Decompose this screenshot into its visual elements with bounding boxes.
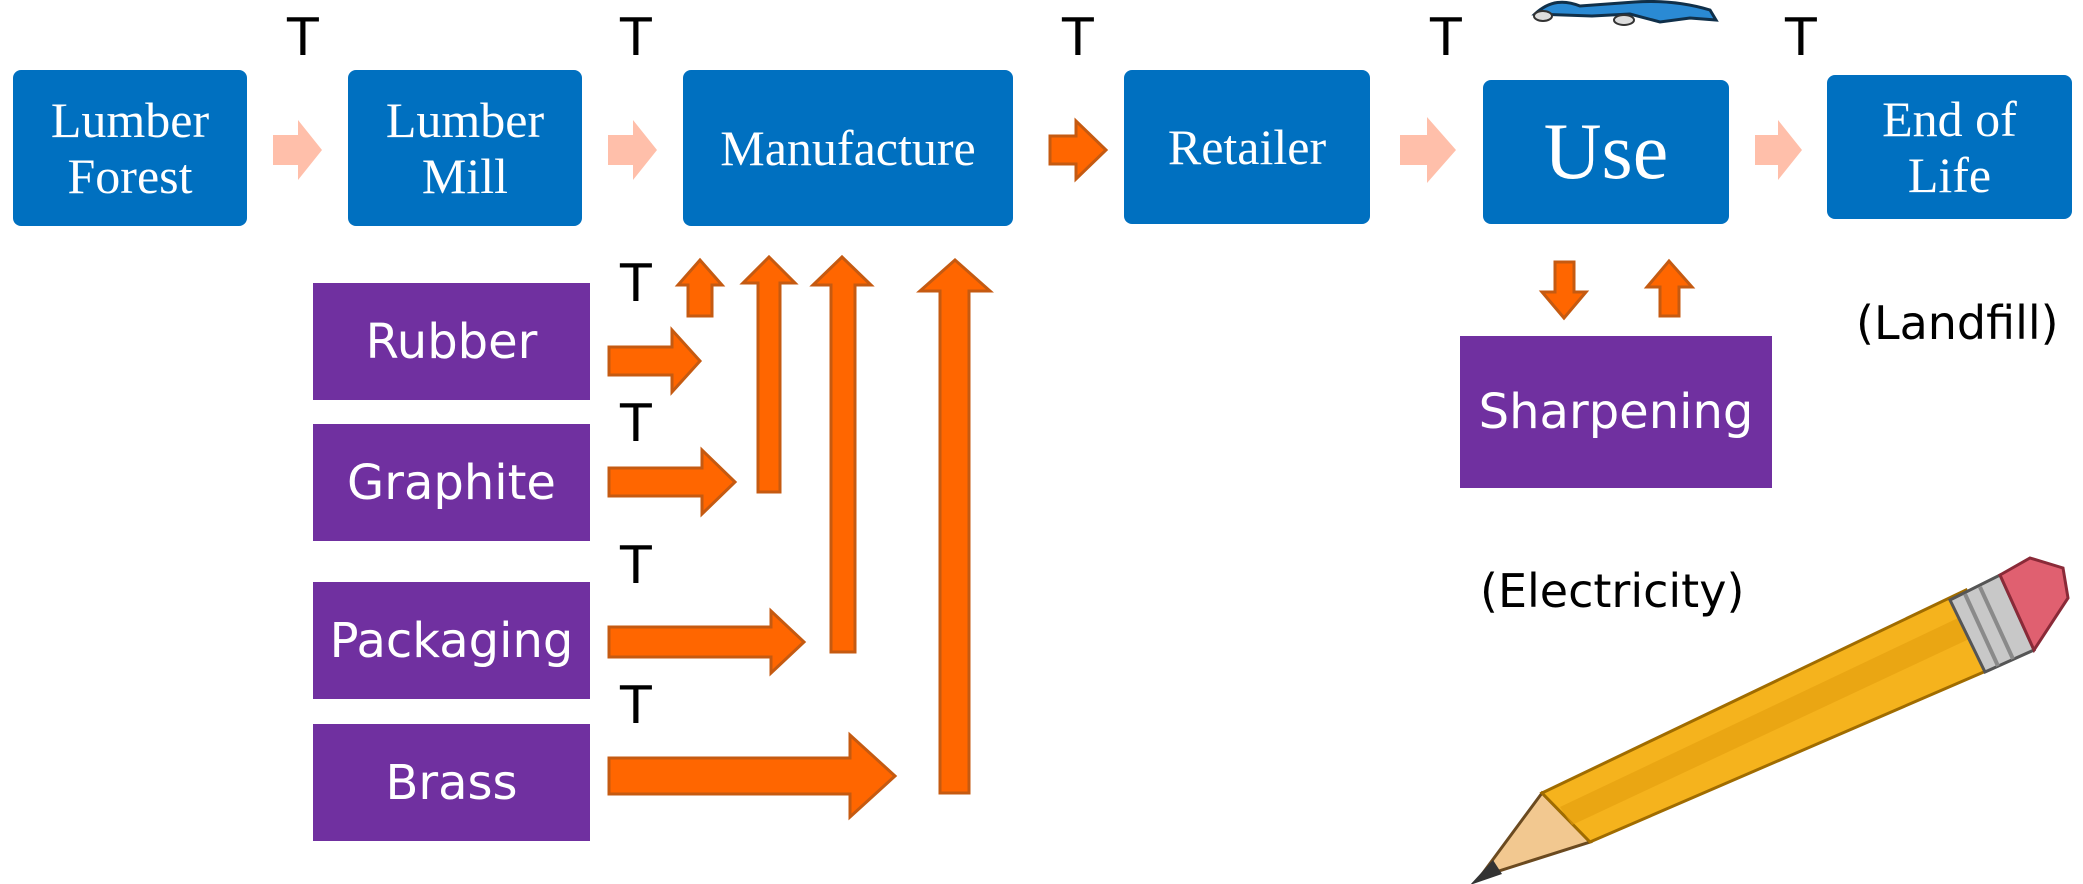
electricity-note: (Electricity)	[1480, 564, 1745, 618]
stage-label: Retailer	[1167, 119, 1327, 175]
stage-lumber-mill: Lumber Mill	[348, 70, 582, 226]
landfill-note: (Landfill)	[1856, 296, 2059, 350]
sharpening-label: Sharpening	[1478, 384, 1754, 440]
transport-marker: T	[620, 676, 652, 736]
transport-marker: T	[1062, 8, 1094, 68]
stage-label: Use	[1543, 108, 1669, 196]
input-label: Graphite	[347, 454, 556, 511]
input-brass: Brass	[313, 724, 590, 841]
stage-end-of-life: End of Life	[1827, 75, 2072, 219]
input-label: Rubber	[365, 313, 538, 370]
arrow-brass-up	[916, 257, 994, 795]
arrow-rubber-right	[607, 326, 703, 396]
stage-label: Lumber Mill	[385, 92, 545, 204]
transport-marker: T	[620, 536, 652, 596]
transport-marker: T	[287, 8, 319, 68]
stage-retailer: Retailer	[1124, 70, 1370, 224]
input-rubber: Rubber	[313, 283, 590, 400]
arrow-packaging-up	[809, 254, 875, 654]
transport-marker: T	[620, 254, 652, 314]
pencil-image	[1470, 556, 2070, 884]
input-label: Packaging	[329, 612, 574, 669]
transport-marker: T	[1785, 8, 1817, 68]
input-graphite: Graphite	[313, 424, 590, 541]
flow-arrow-manufacture-to-retailer	[1048, 117, 1109, 183]
stage-lumber-forest: Lumber Forest	[13, 70, 247, 226]
sharpening-box: Sharpening	[1460, 336, 1772, 488]
stage-label: End of Life	[1882, 91, 2017, 203]
input-packaging: Packaging	[313, 582, 590, 699]
stage-manufacture: Manufacture	[683, 70, 1013, 226]
flow-arrow-retailer-to-use	[1400, 117, 1456, 183]
input-label: Brass	[385, 754, 518, 811]
transport-marker: T	[1430, 8, 1462, 68]
arrow-brass-right	[607, 731, 898, 821]
transport-marker: T	[620, 8, 652, 68]
arrow-rubber-up	[674, 257, 726, 318]
arrow-graphite-right	[607, 446, 738, 518]
arrow-use-to-sharpening	[1538, 260, 1590, 321]
stage-label: Manufacture	[720, 120, 976, 176]
flow-arrow-use-to-end-of-life	[1755, 120, 1802, 180]
flow-arrow-mill-to-manufacture	[608, 120, 657, 180]
transport-marker: T	[620, 394, 652, 454]
flow-arrow-forest-to-mill	[273, 120, 322, 180]
arrow-graphite-up	[739, 254, 799, 494]
cropped-clipart-image	[1531, 0, 1719, 26]
stage-use: Use	[1483, 80, 1729, 224]
arrow-packaging-right	[607, 607, 807, 677]
stage-label: Lumber Forest	[50, 92, 210, 204]
arrow-sharpening-to-use	[1643, 258, 1696, 318]
